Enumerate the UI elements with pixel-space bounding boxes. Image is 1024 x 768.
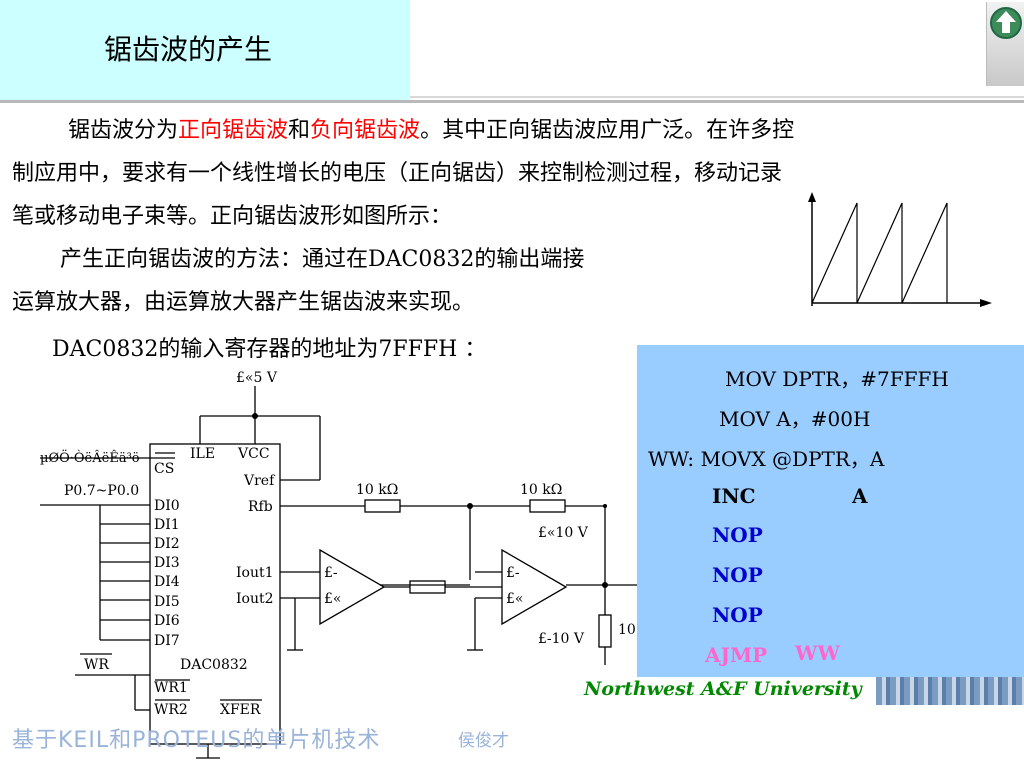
vplus5-label: £«5 V bbox=[236, 370, 278, 386]
paragraph1-line3: 笔或移动电子束等。正向锯齿波形如图所示： bbox=[12, 204, 453, 229]
opamp2-minus: £- bbox=[506, 565, 520, 581]
page-title: 锯齿波的产生 bbox=[104, 33, 273, 66]
code-line-5: NOP bbox=[712, 523, 763, 547]
code-line-2: MOV A，#00H bbox=[719, 407, 871, 431]
highlight-negative-sawtooth: 负向锯齿波 bbox=[310, 118, 421, 143]
footer-course-title: 基于KEIL和PROTEUS的单片机技术 bbox=[12, 728, 381, 753]
xfer-pin: XFER bbox=[220, 702, 261, 718]
opamp1-plus: £« bbox=[324, 591, 341, 607]
code-line-7: NOP bbox=[712, 603, 763, 627]
rfb-pin: Rfb bbox=[248, 499, 273, 515]
code-line-1: MOV DPTR，#7FFFH bbox=[725, 367, 949, 391]
di3-pin: DI3 bbox=[154, 555, 180, 571]
opamp1-minus: £- bbox=[324, 565, 338, 581]
iout2-pin: Iout2 bbox=[236, 591, 274, 607]
resistor-r1 bbox=[364, 499, 401, 513]
text-span: 。其中正向锯齿波应用广泛。在许多控 bbox=[420, 118, 795, 143]
sawtooth-line bbox=[811, 202, 948, 304]
opamp-2 bbox=[501, 548, 568, 626]
paragraph2-line2: 运算放大器，由运算放大器产生锯齿波来实现。 bbox=[12, 290, 475, 315]
di1-pin: DI1 bbox=[154, 517, 180, 533]
di4-pin: DI4 bbox=[154, 574, 180, 590]
waveform-y-arrow bbox=[808, 192, 816, 202]
resistor-r3 bbox=[598, 614, 612, 648]
highlight-positive-sawtooth: 正向锯齿波 bbox=[178, 118, 289, 143]
address-line: DAC0832的输入寄存器的地址为7FFFH ： bbox=[52, 337, 487, 362]
code-line-8-op: AJMP bbox=[705, 643, 768, 667]
port-label: P0.7~P0.0 bbox=[64, 483, 139, 499]
footer-author: 侯俊才 bbox=[458, 731, 509, 751]
header-divider bbox=[410, 96, 1024, 98]
dac-circuit-diagram: £«5 V µØÖ·ÒëÂëÊä³ö CS ILE VCC Vref Rfb P… bbox=[40, 370, 640, 759]
wr1-pin: WR1 bbox=[154, 680, 188, 696]
vplus10-label: £«10 V bbox=[538, 525, 589, 541]
ile-pin: ILE bbox=[190, 446, 215, 462]
resistor-r-mid bbox=[409, 580, 446, 594]
cs-pin: CS bbox=[154, 461, 174, 477]
code-line-8-arg: WW bbox=[795, 641, 840, 665]
paragraph1-line1: 锯齿波分为正向锯齿波和负向锯齿波。其中正向锯齿波应用广泛。在许多控 bbox=[68, 113, 794, 149]
resistor-r2 bbox=[529, 499, 566, 513]
wr2-pin: WR2 bbox=[154, 702, 188, 718]
title-panel bbox=[0, 0, 410, 100]
code-panel: MOV DPTR，#7FFFH MOV A，#00H WW: MOVX @DPT… bbox=[637, 345, 1024, 677]
paragraph2-line1: 产生正向锯齿波的方法：通过在DAC0832的输出端接 bbox=[60, 247, 585, 272]
di0-pin: DI0 bbox=[154, 498, 180, 514]
sawtooth-waveform bbox=[808, 192, 992, 307]
university-name: Northwest A&F University bbox=[584, 678, 862, 700]
r3-label: 10 bbox=[618, 622, 636, 638]
di2-pin: DI2 bbox=[154, 536, 180, 552]
r1-label: 10 kΩ bbox=[356, 482, 398, 498]
home-arrow-icon bbox=[990, 7, 1022, 39]
campus-photo-strip bbox=[876, 677, 1024, 705]
code-line-6: NOP bbox=[712, 563, 763, 587]
addr-decode-label: µØÖ·ÒëÂëÊä³ö bbox=[40, 449, 140, 466]
vcc-pin: VCC bbox=[237, 446, 270, 462]
di7-pin: DI7 bbox=[154, 633, 180, 649]
header-rule bbox=[0, 100, 1024, 103]
opamp-1 bbox=[319, 548, 386, 626]
code-line-4-arg: A bbox=[852, 484, 868, 508]
iout1-pin: Iout1 bbox=[236, 565, 274, 581]
r2-label: 10 kΩ bbox=[520, 482, 562, 498]
wr-label: WR bbox=[84, 657, 109, 673]
di6-pin: DI6 bbox=[154, 613, 180, 629]
dac-chip bbox=[149, 443, 281, 745]
opamp2-plus: £« bbox=[506, 591, 523, 607]
text-span: 和 bbox=[288, 118, 311, 143]
text-span: 锯齿波分为 bbox=[68, 118, 179, 143]
home-button[interactable] bbox=[986, 2, 1024, 86]
vminus10-label: £-10 V bbox=[538, 631, 585, 647]
vref-pin: Vref bbox=[243, 473, 276, 489]
code-line-3: WW: MOVX @DPTR，A bbox=[648, 447, 885, 471]
chip-name: DAC0832 bbox=[180, 657, 248, 673]
waveform-x-arrow bbox=[980, 299, 992, 307]
di5-pin: DI5 bbox=[154, 594, 180, 610]
paragraph1-line2: 制应用中，要求有一个线性增长的电压（正向锯齿）来控制检测过程，移动记录 bbox=[12, 161, 783, 186]
code-line-4-op: INC bbox=[712, 484, 756, 508]
